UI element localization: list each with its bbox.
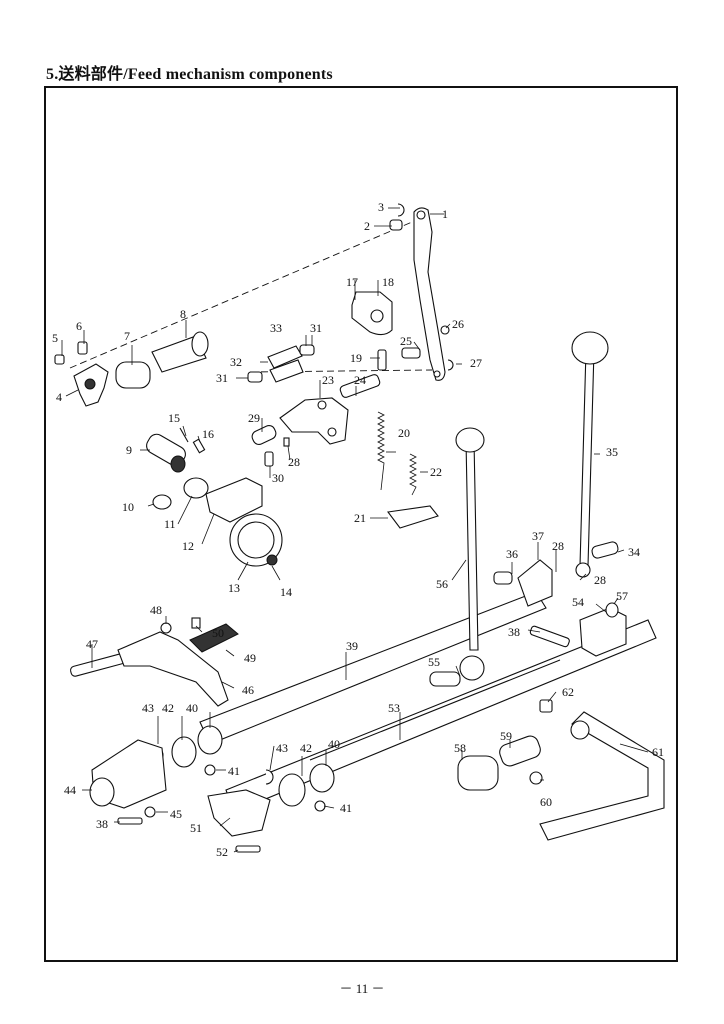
part-23-arm bbox=[279, 397, 349, 445]
callout-48: 48 bbox=[150, 603, 162, 617]
callout-34: 34 bbox=[628, 545, 640, 559]
callout-20: 20 bbox=[398, 426, 410, 440]
callout-42: 42 bbox=[300, 741, 312, 755]
callout-60: 60 bbox=[540, 795, 552, 809]
callout-55: 55 bbox=[428, 655, 440, 669]
callout-28: 28 bbox=[288, 455, 300, 469]
callout-57: 57 bbox=[616, 589, 628, 603]
alignment-line bbox=[69, 221, 413, 369]
page-number: － 11 － bbox=[339, 981, 385, 996]
callout-33: 33 bbox=[270, 321, 282, 335]
callout-28: 28 bbox=[594, 573, 606, 587]
callout-31: 31 bbox=[310, 321, 322, 335]
callout-36: 36 bbox=[506, 547, 518, 561]
callout-25: 25 bbox=[400, 334, 412, 348]
callout-56: 56 bbox=[436, 577, 448, 591]
page-title: 5.送料部件/Feed mechanism components bbox=[46, 66, 333, 83]
part-12-eccentric bbox=[205, 477, 263, 523]
part-49-feed-dog bbox=[189, 623, 239, 653]
part-46-arm bbox=[117, 631, 229, 707]
callout-8: 8 bbox=[180, 307, 186, 321]
callout-27: 27 bbox=[470, 356, 482, 370]
callout-40: 40 bbox=[328, 737, 340, 751]
callout-54: 54 bbox=[572, 595, 584, 609]
callout-32: 32 bbox=[230, 355, 242, 369]
callout-50: 50 bbox=[212, 626, 224, 640]
callout-53: 53 bbox=[388, 701, 400, 715]
part-51-fork bbox=[207, 789, 271, 837]
callout-4: 4 bbox=[56, 390, 62, 404]
callout-7: 7 bbox=[124, 329, 130, 343]
callout-58: 58 bbox=[454, 741, 466, 755]
alignment-line bbox=[249, 369, 433, 373]
callout-16: 16 bbox=[202, 427, 214, 441]
callout-44: 44 bbox=[64, 783, 76, 797]
callout-13: 13 bbox=[228, 581, 240, 595]
callout-23: 23 bbox=[322, 373, 334, 387]
callout-45: 45 bbox=[170, 807, 182, 821]
callout-46: 46 bbox=[242, 683, 254, 697]
callout-31: 31 bbox=[216, 371, 228, 385]
callout-3: 3 bbox=[378, 200, 384, 214]
callout-5: 5 bbox=[52, 331, 58, 345]
callout-12: 12 bbox=[182, 539, 194, 553]
callout-29: 29 bbox=[248, 411, 260, 425]
callout-39: 39 bbox=[346, 639, 358, 653]
callout-28: 28 bbox=[552, 539, 564, 553]
part-20-spring bbox=[377, 411, 385, 491]
callout-38: 38 bbox=[508, 625, 520, 639]
callout-2: 2 bbox=[364, 219, 370, 233]
callout-15: 15 bbox=[168, 411, 180, 425]
callout-9: 9 bbox=[126, 443, 132, 457]
callout-43: 43 bbox=[276, 741, 288, 755]
callout-61: 61 bbox=[652, 745, 664, 759]
callout-11: 11 bbox=[164, 517, 176, 531]
callout-labels: 1 2 3 4 5 6 7 8 9 10 11 12 13 14 15 16 1… bbox=[52, 200, 664, 859]
callout-21: 21 bbox=[354, 511, 366, 525]
leader-lines bbox=[61, 207, 649, 853]
callout-19: 19 bbox=[350, 351, 362, 365]
part-1-lever bbox=[413, 207, 446, 381]
callout-59: 59 bbox=[500, 729, 512, 743]
callout-51: 51 bbox=[190, 821, 202, 835]
callout-43: 43 bbox=[142, 701, 154, 715]
callout-10: 10 bbox=[122, 500, 134, 514]
callout-30: 30 bbox=[272, 471, 284, 485]
callout-37: 37 bbox=[532, 529, 544, 543]
part-32-link bbox=[267, 345, 303, 369]
callout-1: 1 bbox=[442, 207, 448, 221]
callout-18: 18 bbox=[382, 275, 394, 289]
callout-49: 49 bbox=[244, 651, 256, 665]
callout-26: 26 bbox=[452, 317, 464, 331]
callout-14: 14 bbox=[280, 585, 292, 599]
part-47-shaft bbox=[70, 653, 126, 677]
part-58-bushing bbox=[457, 755, 499, 791]
part-61-lever bbox=[539, 711, 665, 841]
part-21-plate bbox=[387, 505, 439, 529]
callout-17: 17 bbox=[346, 275, 358, 289]
callout-38: 38 bbox=[96, 817, 108, 831]
part-22-spring bbox=[409, 453, 417, 496]
callout-41: 41 bbox=[340, 801, 352, 815]
callout-42: 42 bbox=[162, 701, 174, 715]
callout-24: 24 bbox=[354, 373, 366, 387]
callout-35: 35 bbox=[606, 445, 618, 459]
callout-47: 47 bbox=[86, 637, 98, 651]
part-7-bushing bbox=[115, 361, 151, 389]
callout-52: 52 bbox=[216, 845, 228, 859]
callout-40: 40 bbox=[186, 701, 198, 715]
callout-6: 6 bbox=[76, 319, 82, 333]
diagram-frame bbox=[44, 86, 678, 962]
part-35-link bbox=[579, 349, 595, 567]
callout-62: 62 bbox=[562, 685, 574, 699]
callout-22: 22 bbox=[430, 465, 442, 479]
callout-41: 41 bbox=[228, 764, 240, 778]
part-39-shaft bbox=[199, 591, 547, 745]
